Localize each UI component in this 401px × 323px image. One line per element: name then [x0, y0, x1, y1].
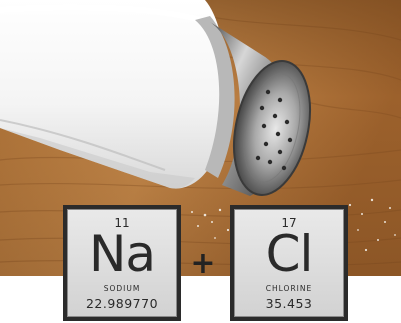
element-name: SODIUM	[103, 284, 141, 293]
element-tile-sodium: 11 Na SODIUM 22.989770	[63, 205, 181, 321]
element-symbol: Cl	[265, 225, 314, 283]
atomic-number: 11	[114, 216, 130, 230]
plus-sign: +	[190, 246, 216, 281]
atomic-number: 17	[281, 216, 297, 230]
element-symbol: Na	[88, 225, 156, 283]
atomic-mass: 22.989770	[85, 296, 159, 311]
element-name: CHLORINE	[265, 284, 313, 293]
atomic-mass: 35.453	[265, 296, 313, 311]
element-tile-chlorine: 17 Cl CHLORINE 35.453	[230, 205, 348, 321]
element-tile-face: 17 Cl CHLORINE 35.453	[234, 209, 344, 317]
element-tile-face: 11 Na SODIUM 22.989770	[67, 209, 177, 317]
